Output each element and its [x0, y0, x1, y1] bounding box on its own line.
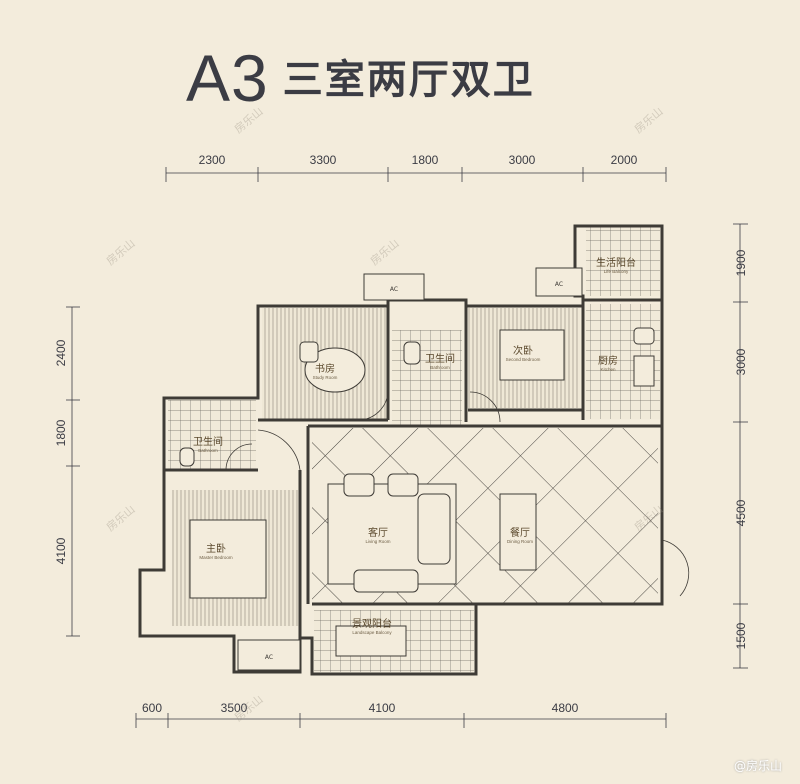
doors: [225, 391, 690, 597]
dim-top-2: 3300: [310, 153, 337, 167]
dim-right-2: 3000: [734, 348, 748, 375]
dim-bottom-3: 4100: [369, 701, 396, 715]
master-bedroom-label-en: Master Bedroom: [199, 555, 233, 560]
living-room-label: 客厅: [368, 526, 388, 539]
stove: [633, 355, 655, 387]
study-table: [304, 347, 366, 393]
dimension-labels-bottom: 600 3500 4100 4800: [142, 701, 579, 715]
dim-right-4: 1500: [734, 622, 748, 649]
bath-left-label-en: Bathroom: [198, 448, 218, 453]
second-bedroom-label: 次卧: [513, 344, 533, 357]
master-bed: [189, 519, 267, 599]
bath-top-label-en: Bathroom: [430, 365, 450, 370]
view-balcony-label: 景观阳台: [352, 617, 392, 630]
unit-layout: 三室两厅双卫: [282, 57, 535, 103]
coffee-table: [353, 569, 419, 593]
dim-bottom-2: 3500: [221, 701, 248, 715]
dim-top-3: 1800: [412, 153, 439, 167]
ac-units: [237, 267, 583, 671]
study-chair: [299, 341, 319, 363]
study-label: 书房: [315, 362, 335, 375]
armchair-right: [387, 473, 419, 497]
ac-label: AC: [390, 286, 398, 293]
dining-room-label-en: Dining Room: [507, 539, 533, 544]
dim-left-3: 4100: [54, 537, 68, 564]
toilet-top: [403, 341, 421, 365]
ac-label: AC: [265, 654, 273, 661]
bath-top-label: 卫生间: [425, 352, 455, 365]
balcony-seat: [335, 625, 407, 657]
unit-code: A3: [186, 41, 269, 115]
dim-bottom-4: 4800: [552, 701, 579, 715]
armchair-left: [343, 473, 375, 497]
sofa: [417, 493, 451, 565]
dining-room-label: 餐厅: [510, 526, 530, 539]
plan-title: A3 三室两厅双卫: [186, 40, 535, 116]
dim-right-1: 1900: [734, 249, 748, 276]
ac-unit-bottom: [237, 639, 301, 671]
kitchen-sink: [633, 327, 655, 345]
dim-left-2: 1800: [54, 419, 68, 446]
furniture: [179, 327, 655, 657]
ac-labels: AC AC AC: [265, 281, 563, 661]
dim-left-1: 2400: [54, 339, 68, 366]
living-room-label-en: Living Room: [365, 539, 390, 544]
life-balcony-label-en: Life Balcony: [604, 269, 629, 274]
master-bedroom-label: 主卧: [206, 542, 226, 555]
kitchen-label-en: Kitchen: [600, 367, 616, 372]
toilet-left: [179, 447, 195, 467]
life-balcony-floor: [586, 226, 660, 296]
ac-label: AC: [555, 281, 563, 288]
view-balcony-label-en: Landscape Balcony: [352, 630, 392, 635]
kitchen-label: 厨房: [598, 354, 618, 367]
dimension-labels-left: 2400 1800 4100: [54, 339, 68, 564]
study-label-en: Study Room: [313, 375, 338, 380]
dimension-labels-top: 2300 3300 1800 3000 2000: [199, 153, 638, 167]
dim-top-4: 3000: [509, 153, 536, 167]
second-bed: [499, 329, 565, 381]
life-balcony-label: 生活阳台: [596, 256, 636, 269]
bath-left-label: 卫生间: [193, 435, 223, 448]
dim-right-3: 4500: [734, 499, 748, 526]
room-labels: 书房 Study Room 卫生间 Bathroom 次卧 Second Bed…: [193, 256, 636, 635]
bath-top-floor: [392, 330, 462, 425]
second-bedroom-label-en: Second Bedroom: [506, 357, 541, 362]
dimension-lines: [66, 167, 748, 728]
source-credit: @房乐山: [733, 759, 782, 773]
ac-unit-top-left: [363, 273, 425, 301]
dim-top-5: 2000: [611, 153, 638, 167]
dim-bottom-1: 600: [142, 701, 162, 715]
dining-table: [499, 493, 537, 571]
dim-top-1: 2300: [199, 153, 226, 167]
dimension-labels-right: 1900 3000 4500 1500: [734, 249, 748, 649]
walls: [138, 224, 664, 676]
ac-unit-top-right: [535, 267, 583, 297]
